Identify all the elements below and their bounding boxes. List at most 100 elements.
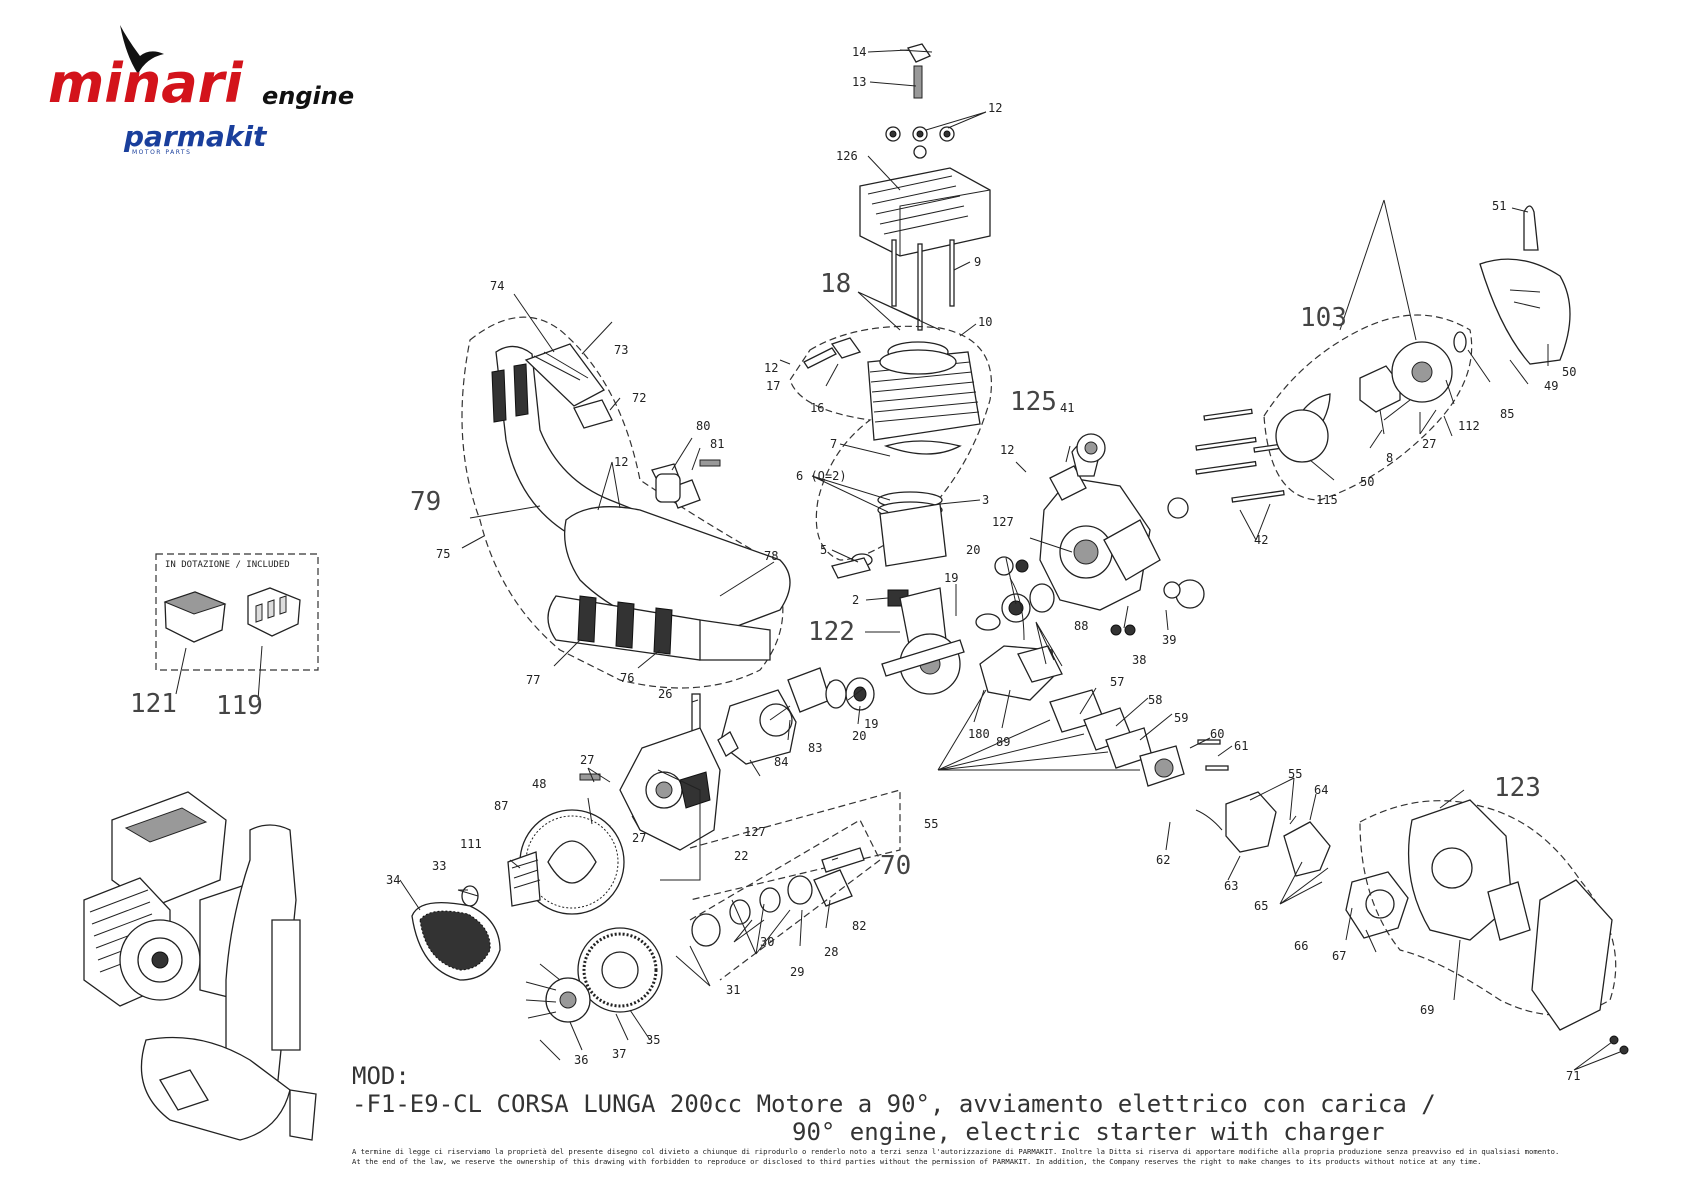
label-5: 5 bbox=[820, 543, 827, 557]
label-66: 66 bbox=[1294, 939, 1308, 953]
label-59: 59 bbox=[1174, 711, 1188, 725]
label-60: 60 bbox=[1210, 727, 1224, 741]
label-13: 13 bbox=[852, 75, 866, 89]
cylinder-head-group bbox=[859, 43, 991, 331]
label-35: 35 bbox=[646, 1033, 660, 1047]
label-30: 30 bbox=[760, 935, 774, 949]
label-78: 78 bbox=[764, 549, 778, 563]
label-20-bottom: 20 bbox=[852, 729, 866, 743]
label-27-flywheel: 27 bbox=[1422, 437, 1436, 451]
label-119: 119 bbox=[216, 691, 263, 721]
label-41: 41 bbox=[1060, 401, 1074, 415]
brand-logo: minari engine parmakit MOTOR PARTS bbox=[48, 25, 354, 156]
flywheel-group bbox=[1263, 205, 1571, 501]
label-10: 10 bbox=[978, 315, 992, 329]
label-31: 31 bbox=[726, 983, 740, 997]
included-box-title: IN DOTAZIONE / INCLUDED bbox=[165, 560, 290, 570]
legal-notice-it: A termine di legge ci riserviamo la prop… bbox=[352, 1147, 1559, 1156]
label-39: 39 bbox=[1162, 633, 1176, 647]
label-76: 76 bbox=[620, 671, 634, 685]
label-51: 51 bbox=[1492, 199, 1506, 213]
label-79: 79 bbox=[410, 487, 441, 517]
label-75: 75 bbox=[436, 547, 450, 561]
label-111: 111 bbox=[460, 837, 482, 851]
label-12-exhaust: 12 bbox=[614, 455, 628, 469]
label-38: 38 bbox=[1132, 653, 1146, 667]
label-180: 180 bbox=[968, 727, 990, 741]
label-19-bottom: 19 bbox=[864, 717, 878, 731]
logo-parmakit-text: parmakit bbox=[123, 120, 268, 153]
label-72: 72 bbox=[632, 391, 646, 405]
label-83: 83 bbox=[808, 741, 822, 755]
label-71: 71 bbox=[1566, 1069, 1580, 1083]
label-77: 77 bbox=[526, 673, 540, 687]
label-82: 82 bbox=[852, 919, 866, 933]
label-127-cover: 127 bbox=[744, 825, 766, 839]
label-112: 112 bbox=[1458, 419, 1480, 433]
model-line-2: 90° engine, electric starter with charge… bbox=[792, 1118, 1384, 1146]
label-17: 17 bbox=[766, 379, 780, 393]
label-127-case: 127 bbox=[992, 515, 1014, 529]
label-27-left: 27 bbox=[580, 753, 594, 767]
carburettor-63 bbox=[1225, 791, 1277, 853]
airbox-group bbox=[1359, 799, 1629, 1055]
label-65: 65 bbox=[1254, 899, 1268, 913]
label-122: 122 bbox=[808, 617, 855, 647]
label-103: 103 bbox=[1300, 303, 1347, 333]
label-12-top: 12 bbox=[988, 101, 1002, 115]
label-58: 58 bbox=[1148, 693, 1162, 707]
logo-tagline-text: MOTOR PARTS bbox=[132, 149, 191, 156]
included-box: IN DOTAZIONE / INCLUDED bbox=[155, 553, 319, 671]
crankcase-group bbox=[994, 408, 1307, 641]
label-126: 126 bbox=[836, 149, 858, 163]
label-34: 34 bbox=[386, 873, 400, 887]
label-37: 37 bbox=[612, 1047, 626, 1061]
label-73: 73 bbox=[614, 343, 628, 357]
ignition-coil-88 bbox=[1017, 645, 1063, 683]
label-19-top: 19 bbox=[944, 571, 958, 585]
piston-3 bbox=[879, 503, 947, 567]
label-81: 81 bbox=[710, 437, 724, 451]
label-28: 28 bbox=[824, 945, 838, 959]
logo-engine-text: engine bbox=[262, 82, 354, 110]
label-55-left: 55 bbox=[924, 817, 938, 831]
cylinder-group bbox=[789, 325, 992, 579]
exhaust-group bbox=[461, 316, 791, 689]
leader-lines bbox=[175, 49, 1621, 1071]
part-labels: 14 13 12 126 9 18 10 12 17 16 125 7 6 (Q… bbox=[130, 45, 1580, 1083]
label-3: 3 bbox=[982, 493, 989, 507]
label-36: 36 bbox=[574, 1053, 588, 1067]
label-8: 8 bbox=[1386, 451, 1393, 465]
label-80: 80 bbox=[696, 419, 710, 433]
label-14: 14 bbox=[852, 45, 866, 59]
model-line-1: -F1-E9-CL CORSA LUNGA 200cc Motore a 90°… bbox=[352, 1090, 1436, 1118]
label-87: 87 bbox=[494, 799, 508, 813]
label-125: 125 bbox=[1010, 387, 1057, 417]
intake-group bbox=[979, 645, 1409, 939]
label-55-right: 55 bbox=[1288, 767, 1302, 781]
label-42: 42 bbox=[1254, 533, 1268, 547]
label-12-case: 12 bbox=[1000, 443, 1014, 457]
label-50-inner: 50 bbox=[1360, 475, 1374, 489]
minari-swoosh-icon bbox=[120, 25, 164, 74]
label-115: 115 bbox=[1316, 493, 1338, 507]
label-29: 29 bbox=[790, 965, 804, 979]
label-22: 22 bbox=[734, 849, 748, 863]
cylinder-head-126 bbox=[859, 167, 991, 257]
assembled-engine-view bbox=[83, 791, 317, 1141]
label-48: 48 bbox=[532, 777, 546, 791]
label-62: 62 bbox=[1156, 853, 1170, 867]
air-filter-cover bbox=[1531, 879, 1613, 1031]
label-70: 70 bbox=[880, 851, 911, 881]
label-50-cover: 50 bbox=[1562, 365, 1576, 379]
label-69: 69 bbox=[1420, 1003, 1434, 1017]
intake-manifold-64 bbox=[1283, 821, 1331, 877]
label-61: 61 bbox=[1234, 739, 1248, 753]
label-88: 88 bbox=[1074, 619, 1088, 633]
legal-notice-en: At the end of the law, we reserve the ow… bbox=[352, 1157, 1481, 1166]
label-84: 84 bbox=[774, 755, 788, 769]
label-64: 64 bbox=[1314, 783, 1328, 797]
label-2: 2 bbox=[852, 593, 859, 607]
label-123: 123 bbox=[1494, 773, 1541, 803]
label-89: 89 bbox=[996, 735, 1010, 749]
